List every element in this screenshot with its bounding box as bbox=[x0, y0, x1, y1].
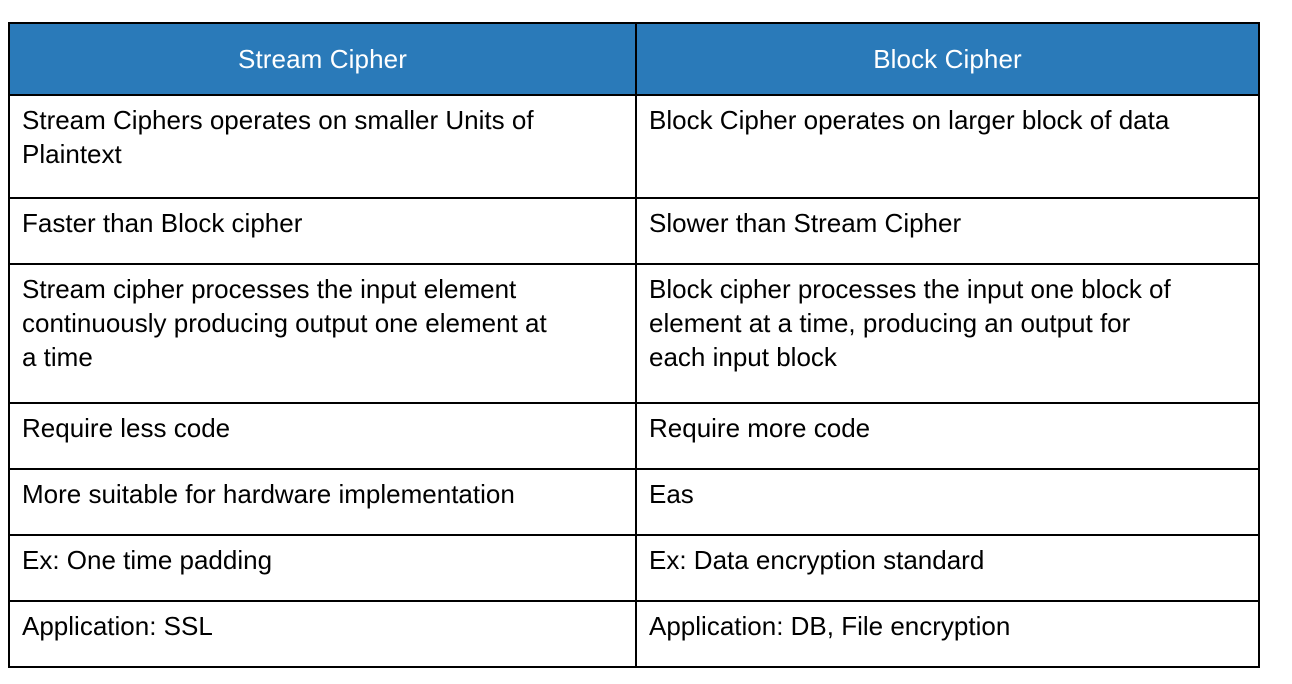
table-cell-block: Slower than Stream Cipher bbox=[635, 197, 1260, 265]
table-header-row: Stream Cipher Block Cipher bbox=[8, 22, 1260, 96]
cell-text: Require less code bbox=[22, 413, 231, 443]
cell-text: Require more code bbox=[649, 413, 871, 443]
table-cell-stream: Application: SSL bbox=[8, 600, 637, 668]
table-row: Ex: One time padding Ex: Data encryption… bbox=[8, 534, 1260, 602]
cell-text: Stream cipher processes the input elemen… bbox=[22, 274, 547, 372]
table-header: Stream Cipher Block Cipher bbox=[8, 22, 1260, 96]
table-cell-block: Ex: Data encryption standard bbox=[635, 534, 1260, 602]
cell-text: Faster than Block cipher bbox=[22, 208, 303, 238]
comparison-table-container: Stream Cipher Block Cipher Stream Cipher… bbox=[8, 22, 1260, 668]
column-header-block-cipher: Block Cipher bbox=[635, 22, 1260, 96]
table-cell-block: Block Cipher operates on larger block of… bbox=[635, 94, 1260, 199]
cell-text: Stream Ciphers operates on smaller Units… bbox=[22, 105, 534, 169]
cell-text: Ex: One time padding bbox=[22, 545, 273, 575]
table-cell-stream: Require less code bbox=[8, 402, 637, 470]
cell-text: More suitable for hardware implementatio… bbox=[22, 479, 515, 509]
table-body: Stream Ciphers operates on smaller Units… bbox=[8, 94, 1260, 668]
cell-text: Block Cipher operates on larger block of… bbox=[649, 105, 1170, 135]
cell-text: Block cipher processes the input one blo… bbox=[649, 274, 1171, 372]
table-cell-block: Eas bbox=[635, 468, 1260, 536]
table-row: Stream Ciphers operates on smaller Units… bbox=[8, 94, 1260, 199]
table-row: Require less code Require more code bbox=[8, 402, 1260, 470]
table-row: Faster than Block cipher Slower than Str… bbox=[8, 197, 1260, 265]
comparison-table: Stream Cipher Block Cipher Stream Cipher… bbox=[8, 22, 1260, 668]
cell-text: Application: SSL bbox=[22, 611, 213, 641]
table-cell-stream: Stream cipher processes the input elemen… bbox=[8, 263, 637, 404]
table-row: Stream cipher processes the input elemen… bbox=[8, 263, 1260, 404]
column-header-stream-cipher: Stream Cipher bbox=[8, 22, 637, 96]
cell-text: Application: DB, File encryption bbox=[649, 611, 1011, 641]
cell-text: Eas bbox=[649, 479, 694, 509]
table-cell-stream: More suitable for hardware implementatio… bbox=[8, 468, 637, 536]
cell-text: Slower than Stream Cipher bbox=[649, 208, 962, 238]
cell-text: Ex: Data encryption standard bbox=[649, 545, 985, 575]
table-cell-block: Block cipher processes the input one blo… bbox=[635, 263, 1260, 404]
table-row: Application: SSL Application: DB, File e… bbox=[8, 600, 1260, 668]
table-cell-stream: Stream Ciphers operates on smaller Units… bbox=[8, 94, 637, 199]
table-cell-block: Require more code bbox=[635, 402, 1260, 470]
table-cell-block: Application: DB, File encryption bbox=[635, 600, 1260, 668]
table-cell-stream: Faster than Block cipher bbox=[8, 197, 637, 265]
table-cell-stream: Ex: One time padding bbox=[8, 534, 637, 602]
table-row: More suitable for hardware implementatio… bbox=[8, 468, 1260, 536]
